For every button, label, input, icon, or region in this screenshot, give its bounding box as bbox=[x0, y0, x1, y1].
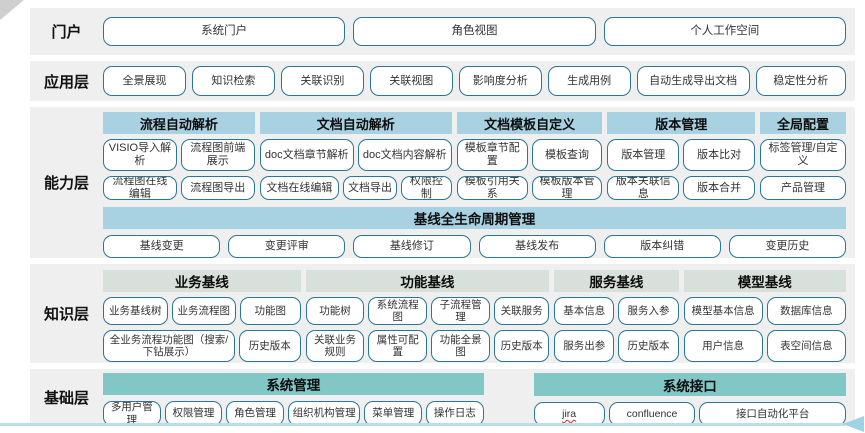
cap-group-header: 文档自动解析 bbox=[259, 112, 452, 134]
know-node[interactable]: 关联业务规则 bbox=[305, 330, 365, 362]
knowledge-layer-label: 知识层 bbox=[43, 306, 89, 323]
capability-layer-band: 能力层 流程自动解析 VISIO导入解析 流程图前端展示 流程图在线编辑 流程图… bbox=[30, 107, 855, 258]
portal-node-role-view[interactable]: 角色视图 bbox=[353, 17, 596, 46]
cap-group-version-mgmt: 版本管理 版本管理 版本比对 版本关联信息 版本合并 bbox=[607, 112, 756, 200]
baseline-node[interactable]: 基线修订 bbox=[353, 234, 471, 258]
baseline-node[interactable]: 基线变更 bbox=[103, 234, 221, 258]
jira-label: jira bbox=[562, 407, 577, 420]
cap-node[interactable]: 模板查询 bbox=[531, 139, 603, 171]
know-node[interactable]: 数据库信息 bbox=[766, 297, 847, 325]
know-node[interactable]: 功能树 bbox=[305, 297, 365, 325]
know-node[interactable]: 历史版本 bbox=[238, 330, 301, 362]
cap-group-header: 文档模板自定义 bbox=[456, 112, 603, 134]
cap-group-global-config: 全局配置 标签管理/自定义 产品管理 bbox=[760, 112, 846, 200]
know-node[interactable]: 系统流程图 bbox=[368, 297, 428, 325]
know-node[interactable]: 功能全景图 bbox=[431, 330, 490, 362]
know-node[interactable]: 历史版本 bbox=[493, 330, 550, 362]
cap-node[interactable]: doc文档内容解析 bbox=[357, 139, 452, 171]
know-node[interactable]: 服务出参 bbox=[554, 330, 615, 362]
cap-node[interactable]: VISIO导入解析 bbox=[103, 139, 177, 171]
knowledge-layer-band: 知识层 业务基线 业务基线树 业务流程图 功能图 全业务流程功能图（搜索/下钻展… bbox=[30, 264, 855, 363]
portal-layer-label: 门户 bbox=[51, 24, 82, 41]
capability-layer-label: 能力层 bbox=[43, 175, 89, 192]
know-node[interactable]: 业务流程图 bbox=[171, 297, 236, 325]
cap-group-process-parse: 流程自动解析 VISIO导入解析 流程图前端展示 流程图在线编辑 流程图导出 bbox=[103, 112, 255, 200]
foundation-layer-label: 基础层 bbox=[43, 390, 89, 407]
cap-group-header: 全局配置 bbox=[760, 112, 846, 134]
found-node[interactable]: 多用户管理 bbox=[103, 401, 161, 426]
found-node[interactable]: 操作日志 bbox=[426, 401, 484, 426]
found-group-header: 系统管理 bbox=[103, 373, 484, 395]
cap-node[interactable]: 版本合并 bbox=[683, 176, 756, 200]
left-arrow-icon bbox=[843, 416, 864, 432]
app-node[interactable]: 关联视图 bbox=[369, 66, 453, 96]
baseline-node[interactable]: 变更历史 bbox=[728, 234, 847, 258]
app-node[interactable]: 知识检索 bbox=[191, 66, 275, 96]
found-node[interactable]: 角色管理 bbox=[226, 401, 284, 426]
corner-fold-decoration bbox=[0, 0, 24, 20]
cap-node[interactable]: doc文档章节解析 bbox=[259, 139, 354, 171]
app-node[interactable]: 全景展现 bbox=[103, 66, 186, 96]
application-layer-label: 应用层 bbox=[43, 73, 89, 91]
portal-layer-band: 门户 系统门户 角色视图 个人工作空间 bbox=[30, 8, 855, 55]
cap-node[interactable]: 文档在线编辑 bbox=[259, 176, 339, 200]
portal-node-personal-workspace[interactable]: 个人工作空间 bbox=[603, 17, 846, 46]
know-node[interactable]: 功能图 bbox=[240, 297, 301, 325]
know-node[interactable]: 用户信息 bbox=[683, 330, 763, 362]
portal-node-system-portal[interactable]: 系统门户 bbox=[103, 17, 346, 46]
know-group-header: 模型基线 bbox=[683, 270, 847, 292]
app-node[interactable]: 自动生成导出文档 bbox=[636, 66, 750, 96]
know-group-business-baseline: 业务基线 业务基线树 业务流程图 功能图 全业务流程功能图（搜索/下钻展示） 历… bbox=[103, 270, 301, 362]
know-node[interactable]: 属性可配置 bbox=[368, 330, 428, 362]
bottom-line-decoration bbox=[0, 423, 845, 426]
baseline-node[interactable]: 变更评审 bbox=[228, 234, 346, 258]
know-group-header: 业务基线 bbox=[103, 270, 301, 292]
app-node[interactable]: 生成用例 bbox=[547, 66, 631, 96]
cap-group-template-custom: 文档模板自定义 模板章节配置 模板查询 模板引用关系 模板版本管理 bbox=[456, 112, 603, 200]
app-node[interactable]: 关联识别 bbox=[280, 66, 364, 96]
cap-node[interactable]: 流程图前端展示 bbox=[180, 139, 255, 171]
know-node[interactable]: 业务基线树 bbox=[103, 297, 168, 325]
know-node[interactable]: 全业务流程功能图（搜索/下钻展示） bbox=[103, 330, 235, 362]
app-node[interactable]: 影响度分析 bbox=[458, 66, 542, 96]
found-group-header: 系统接口 bbox=[533, 373, 846, 397]
know-node[interactable]: 历史版本 bbox=[618, 330, 679, 362]
cap-node[interactable]: 版本关联信息 bbox=[607, 176, 680, 200]
found-group-system-mgmt: 系统管理 多用户管理 权限管理 角色管理 组织机构管理 菜单管理 操作日志 bbox=[103, 373, 484, 426]
application-layer-band: 应用层 全景展现 知识检索 关联识别 关联视图 影响度分析 生成用例 自动生成导… bbox=[30, 61, 855, 101]
know-group-service-baseline: 服务基线 基本信息 服务入参 服务出参 历史版本 bbox=[554, 270, 679, 362]
app-node[interactable]: 稳定性分析 bbox=[755, 66, 846, 96]
cap-node[interactable]: 权限控制 bbox=[401, 176, 452, 200]
cap-node[interactable]: 文档导出 bbox=[342, 176, 397, 200]
cap-node[interactable]: 产品管理 bbox=[760, 176, 846, 200]
know-group-header: 功能基线 bbox=[305, 270, 550, 292]
cap-group-doc-parse: 文档自动解析 doc文档章节解析 doc文档内容解析 文档在线编辑 文档导出 权… bbox=[259, 112, 452, 200]
found-node[interactable]: 菜单管理 bbox=[364, 401, 423, 426]
cap-node[interactable]: 模板引用关系 bbox=[456, 176, 528, 200]
baseline-node[interactable]: 基线发布 bbox=[478, 234, 596, 258]
know-group-function-baseline: 功能基线 功能树 系统流程图 子流程管理 关联服务 关联业务规则 属性可配置 功… bbox=[305, 270, 550, 362]
foundation-layer-band: 基础层 系统管理 多用户管理 权限管理 角色管理 组织机构管理 菜单管理 操作日… bbox=[30, 369, 855, 426]
baseline-node[interactable]: 版本纠错 bbox=[603, 234, 721, 258]
cap-node[interactable]: 标签管理/自定义 bbox=[760, 139, 846, 171]
cap-group-header: 流程自动解析 bbox=[103, 112, 255, 134]
know-node[interactable]: 关联服务 bbox=[493, 297, 550, 325]
know-group-header: 服务基线 bbox=[554, 270, 679, 292]
know-node[interactable]: 基本信息 bbox=[554, 297, 615, 325]
know-group-model-baseline: 模型基线 模型基本信息 数据库信息 用户信息 表空间信息 bbox=[683, 270, 847, 362]
cap-node[interactable]: 版本管理 bbox=[607, 139, 680, 171]
cap-node[interactable]: 版本比对 bbox=[683, 139, 756, 171]
baseline-lifecycle-banner: 基线全生命周期管理 bbox=[103, 207, 846, 229]
cap-node[interactable]: 流程图导出 bbox=[180, 176, 255, 200]
cap-group-header: 版本管理 bbox=[607, 112, 756, 134]
know-node[interactable]: 表空间信息 bbox=[766, 330, 847, 362]
cap-node[interactable]: 模板版本管理 bbox=[531, 176, 603, 200]
know-node[interactable]: 子流程管理 bbox=[431, 297, 490, 325]
found-group-system-interface: 系统接口 jira confluence 接口自动化平台 bbox=[533, 373, 846, 426]
cap-node[interactable]: 模板章节配置 bbox=[456, 139, 528, 171]
know-node[interactable]: 服务入参 bbox=[618, 297, 679, 325]
know-node[interactable]: 模型基本信息 bbox=[683, 297, 763, 325]
cap-node[interactable]: 流程图在线编辑 bbox=[103, 176, 177, 200]
found-node[interactable]: 组织机构管理 bbox=[287, 401, 361, 426]
